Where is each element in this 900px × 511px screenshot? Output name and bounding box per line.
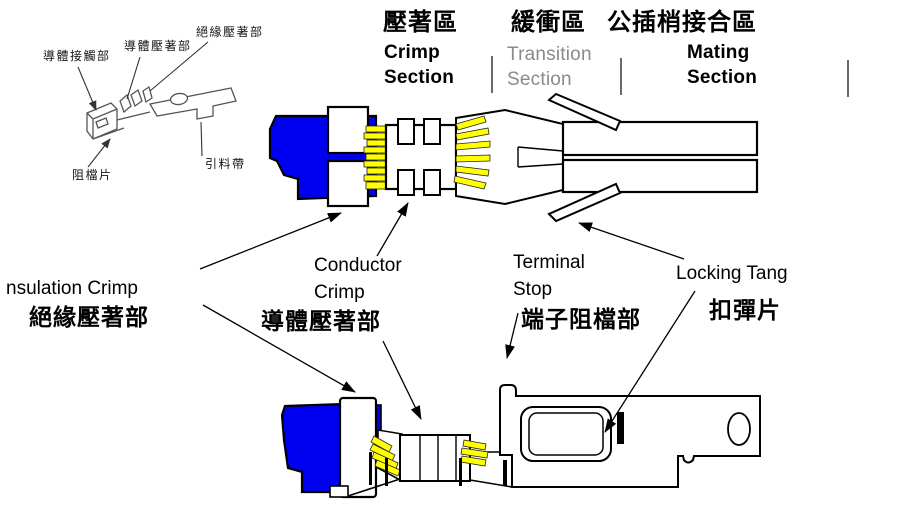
- inset-terminal-sketch: [86, 85, 237, 140]
- mating-box-top-wall: [561, 120, 759, 157]
- callout-terminal-stop-zh: 端子阻檔部: [521, 306, 641, 332]
- conductor-crimp-serrations: [397, 118, 441, 196]
- mating-box-bottom-wall: [561, 158, 759, 194]
- mating-box-side-inner: [528, 412, 604, 456]
- section-crimp-en-2: Section: [384, 67, 455, 88]
- arrow-insulation-to-top-view: [199, 212, 342, 270]
- wire-insulation-blue-side: [280, 402, 346, 494]
- section-crimp-en-1: Crimp: [384, 42, 440, 63]
- section-transition-en-2: Section: [507, 69, 572, 90]
- arrow-locking-tang-to-side-view: [604, 290, 696, 433]
- arrow-conductor-to-top-view: [376, 202, 409, 257]
- band-foot: [329, 485, 349, 498]
- inset-label-stop-tab: 阻檔片: [72, 168, 113, 182]
- inset-leader-insulation-crimp: [149, 41, 209, 92]
- section-mating-en-1: Mating: [687, 42, 750, 63]
- callout-insulation-crimp-en: nsulation Crimp: [6, 278, 138, 299]
- conductor-crimp-side: [399, 434, 471, 482]
- inset-contact-slot: [95, 117, 109, 129]
- locking-tang-lower: [547, 182, 622, 223]
- arrow-terminal-stop-to-side-view: [505, 312, 519, 359]
- inset-carrier-hole: [169, 92, 189, 106]
- inset-label-insulation-crimp: 絕緣壓著部: [196, 25, 264, 39]
- inset-label-carrier-strip: 引料帶: [205, 157, 246, 171]
- inset-leader-stop-tab: [87, 138, 111, 168]
- under-flange-line: [347, 478, 401, 497]
- bottom-terminal-drawing: [280, 384, 761, 499]
- transition-inner-lines: [517, 146, 564, 168]
- callout-locking-tang-zh: 扣彈片: [709, 297, 781, 323]
- insulation-crimp-band-bottom: [326, 159, 370, 208]
- callout-terminal-stop-en-1: Terminal: [513, 252, 585, 273]
- inset-leader-carrier: [200, 121, 203, 157]
- section-mating-en-2: Section: [687, 67, 758, 88]
- inset-base-line: [92, 111, 151, 140]
- locking-tang-upper: [547, 92, 622, 132]
- conductor-crimp-barrel: [384, 123, 458, 191]
- insulation-crimp-band-top: [326, 105, 370, 155]
- section-mating-zh: 公插梢接合區: [607, 9, 757, 36]
- inset-leader-conductor-crimp: [126, 56, 141, 100]
- conductor-crimp-side-lines: [419, 435, 457, 481]
- carrier-hole-side: [727, 412, 751, 446]
- wire-strands-side-right: [460, 439, 489, 467]
- inset-carrier-strip: [148, 87, 237, 120]
- callout-conductor-crimp-en-1: Conductor: [314, 255, 402, 276]
- inset-crimp-wing: [130, 88, 143, 108]
- middle-terminal-drawing: [268, 92, 759, 223]
- mating-box-black-bar: [617, 412, 624, 444]
- bend-tick-marks: [369, 452, 507, 486]
- callout-terminal-stop-en-2: Stop: [513, 279, 553, 300]
- inset-label-conductor-contact: 導體接觸部: [43, 49, 111, 63]
- arrow-insulation-to-side-view: [202, 304, 356, 393]
- callout-locking-tang-en: Locking Tang: [676, 263, 788, 284]
- inset-crimp-wing: [142, 85, 153, 104]
- section-transition-en-1: Transition: [507, 44, 592, 65]
- section-transition-zh: 緩衝區: [511, 9, 586, 36]
- arrow-conductor-to-side-view: [382, 340, 422, 420]
- callout-conductor-crimp-en-2: Crimp: [314, 282, 365, 303]
- callout-conductor-crimp-zh: 導體壓著部: [261, 308, 381, 334]
- inset-contact-box-inner: [86, 108, 118, 139]
- callout-insulation-crimp-zh: 絕緣壓著部: [29, 304, 149, 330]
- inset-leader-contact: [77, 66, 97, 111]
- section-crimp-zh: 壓著區: [383, 9, 458, 36]
- inset-crimp-wing: [119, 93, 132, 114]
- inset-label-conductor-crimp: 導體壓著部: [124, 39, 192, 53]
- wire-strands-right-fan: [453, 115, 491, 190]
- arrow-locking-tang-to-top-view: [578, 222, 685, 260]
- wire-strands-side-left: [369, 435, 401, 477]
